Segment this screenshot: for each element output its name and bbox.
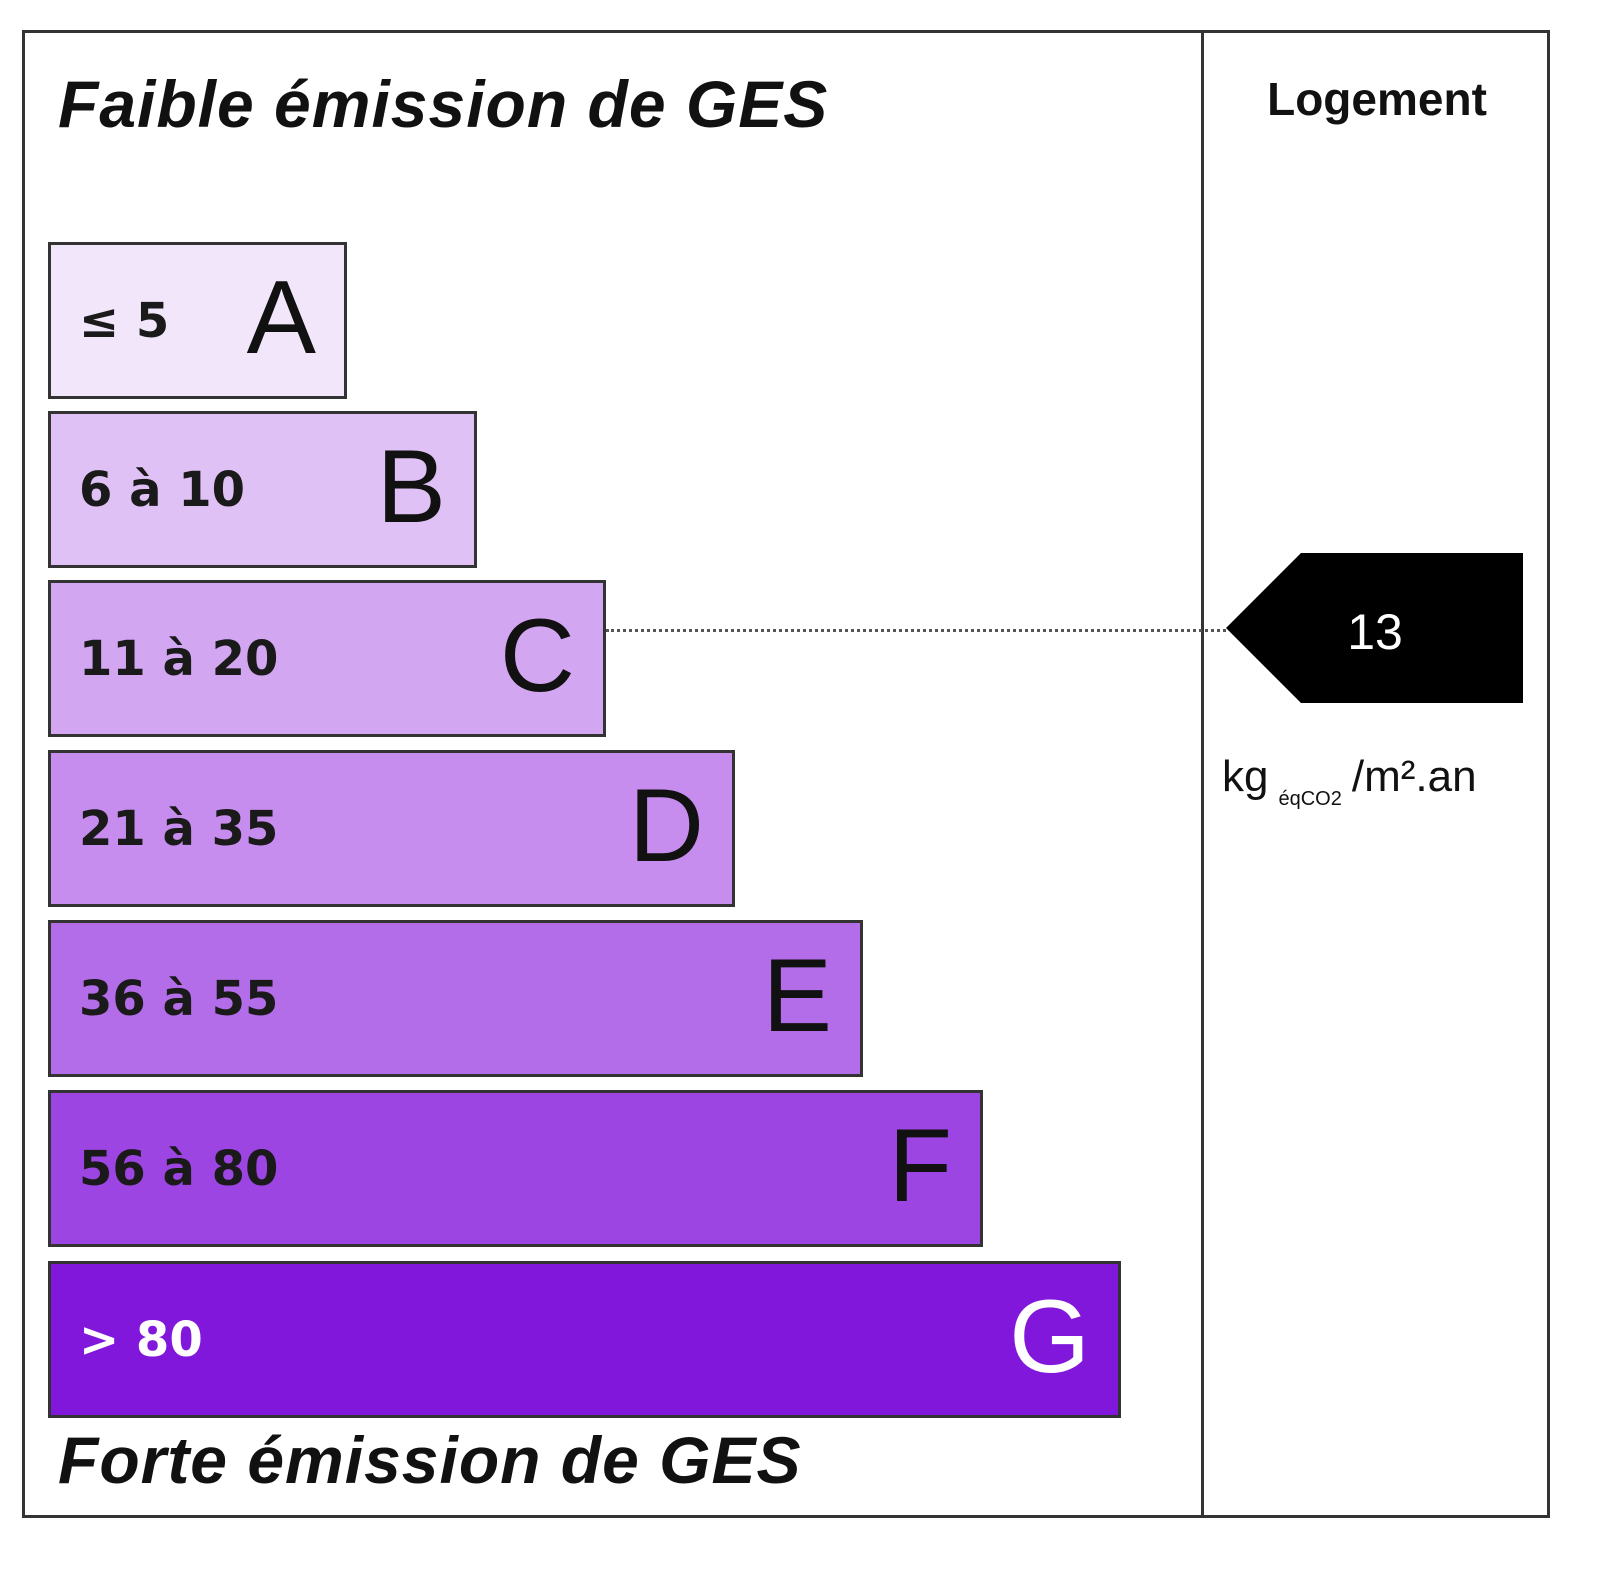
class-letter: B [376, 428, 446, 545]
class-letter: C [499, 597, 575, 714]
range-label: 6 à 10 [79, 461, 246, 518]
bar-g: > 80 G [48, 1261, 1121, 1418]
bar-f: 56 à 80 F [48, 1090, 983, 1247]
bar-b: 6 à 10 B [48, 411, 477, 568]
class-letter: E [762, 937, 832, 1054]
range-label: 36 à 55 [79, 970, 279, 1027]
range-label: 21 à 35 [79, 800, 279, 857]
column-header: Logement [1267, 73, 1487, 125]
bar-a: ≤ 5 A [48, 242, 347, 399]
range-label: > 80 [79, 1311, 203, 1368]
unit-label: kg éqCO2/m².an [1222, 752, 1477, 811]
bar-d: 21 à 35 D [48, 750, 735, 907]
unit-sub: éqCO2 [1278, 788, 1342, 810]
value-label: 13 [1347, 604, 1403, 660]
range-label: ≤ 5 [79, 292, 170, 349]
range-label: 11 à 20 [79, 630, 279, 687]
title-bottom: Forte émission de GES [58, 1423, 802, 1497]
unit-main: kg [1222, 752, 1269, 801]
column-divider [1201, 30, 1204, 1518]
value-leader-line [606, 629, 1226, 632]
value-arrow [1226, 553, 1523, 703]
class-letter: F [888, 1107, 952, 1224]
class-letter: A [246, 259, 316, 376]
value-arrow-shape [1226, 553, 1523, 703]
bar-c: 11 à 20 C [48, 580, 606, 737]
unit-rest: /m².an [1351, 752, 1477, 801]
title-top: Faible émission de GES [58, 67, 829, 141]
class-letter: D [628, 767, 704, 884]
bar-e: 36 à 55 E [48, 920, 863, 1077]
class-letter: G [1009, 1278, 1090, 1395]
range-label: 56 à 80 [79, 1140, 279, 1197]
label-frame [22, 30, 1550, 1518]
